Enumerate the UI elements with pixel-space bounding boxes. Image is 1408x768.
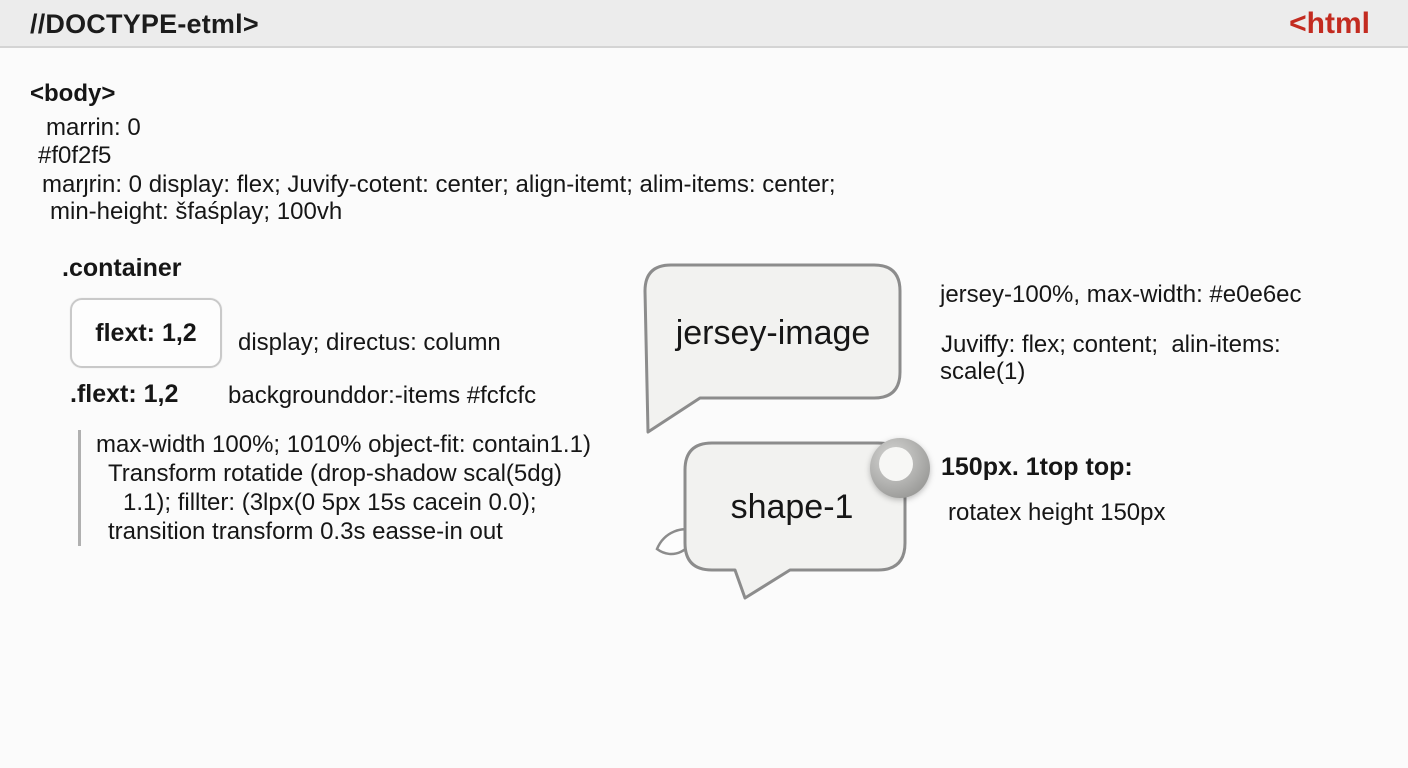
- shape-1-bubble: shape-1: [655, 438, 930, 600]
- style-line: max-width 100%; 1010% object-fit: contai…: [96, 431, 591, 458]
- style-line: Transform rotatide (drop-shadow scal(5dg…: [108, 460, 562, 487]
- jersey-bubble-label: jersey-image: [675, 314, 871, 352]
- style-rules-block: max-width 100%; 1010% object-fit: contai…: [78, 430, 656, 546]
- body-line: marrin: 0: [46, 114, 141, 141]
- body-tag-label: <body>: [30, 80, 116, 107]
- body-line: min-height: šfaśplay; 100vh: [50, 198, 343, 225]
- jersey-note: scale(1): [940, 358, 1026, 385]
- body-line: marȷrin: 0 display: flex; Juvify-cotent:…: [42, 171, 836, 198]
- flext-rule-label: .flext: 1,2: [70, 380, 179, 408]
- flext-rule-note: backgrounddor:-items #fcfcfc: [228, 382, 537, 409]
- jersey-bubble-shape: [643, 263, 902, 434]
- shape-note-bold: 150px. 1top top:: [941, 453, 1133, 481]
- flext-box: flext: 1,2: [70, 298, 222, 368]
- shape-bubble-label: shape-1: [731, 488, 854, 526]
- style-line: 1.1); fillter: (3lpx(0 5px 15s cacein 0.…: [123, 489, 537, 516]
- jersey-note: Juviffy: flex; content; alin-items:: [941, 331, 1281, 358]
- top-bar: //DOCTYPE-etml> <html: [0, 0, 1408, 48]
- ball-inner-highlight: [879, 447, 913, 481]
- container-heading: .container: [62, 254, 182, 282]
- ball-ornament: [870, 438, 930, 498]
- body-line: #f0f2f5: [38, 142, 112, 169]
- html-tag-label: <html: [1289, 7, 1370, 40]
- jersey-image-bubble: jersey-image: [643, 263, 902, 434]
- jersey-note: jersey-100%, max-width: #e0e6ec: [940, 281, 1302, 308]
- flext-box-label: flext: 1,2: [95, 318, 197, 347]
- shape-note: rotatex height 150px: [948, 499, 1166, 526]
- style-line: transition transform 0.3s easse-in out: [108, 518, 503, 545]
- flext-box-note: display; directus: column: [238, 329, 501, 356]
- doctype-title: //DOCTYPE-etml>: [30, 9, 259, 39]
